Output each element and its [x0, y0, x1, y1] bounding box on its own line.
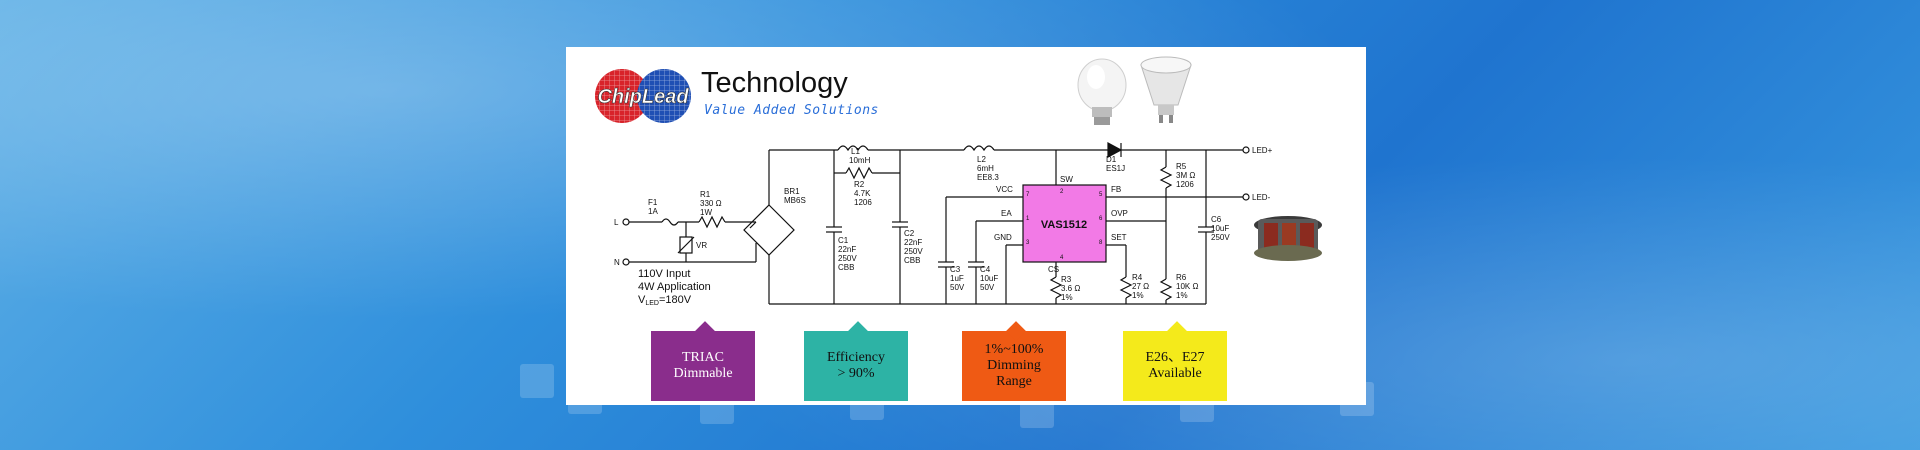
c2-line: CBB [904, 256, 920, 265]
terminal-nodes [622, 146, 1250, 266]
r6-value: 10K Ω [1176, 282, 1198, 291]
c2-name: C2 [904, 229, 915, 238]
ic-name: VAS1512 [1041, 219, 1087, 231]
pin-number: 7 [1026, 192, 1030, 198]
r1-name: R1 [700, 190, 711, 199]
c4-line: 10uF [980, 274, 998, 283]
transformer-image [1254, 216, 1322, 261]
c4-line: 50V [980, 283, 995, 292]
product-banner: ChipLead Technology Value Added Solution… [566, 47, 1366, 405]
pin-number: 8 [1099, 240, 1103, 246]
r1-value: 330 Ω [700, 199, 722, 208]
r2-size: 1206 [854, 198, 872, 207]
ic-vas1512 [1022, 184, 1107, 263]
pin-set: SET [1111, 233, 1127, 242]
l1-name: L1 [851, 147, 860, 156]
input-n-label: N [614, 258, 620, 267]
r3-name: R3 [1061, 275, 1072, 284]
pin-number: 6 [1099, 216, 1103, 222]
pin-number: 4 [1060, 255, 1064, 261]
led-bulb-image [1077, 58, 1127, 125]
c2-line: 250V [904, 247, 923, 256]
r2-value: 4.7K [854, 189, 871, 198]
pin-ea: EA [1001, 209, 1012, 218]
r4-value: 27 Ω [1132, 282, 1149, 291]
c4-name: C4 [980, 265, 991, 274]
feature-text: E26、E27 Available [1145, 350, 1205, 381]
pin-number: 1 [1026, 216, 1030, 222]
pin-number: 5 [1099, 192, 1103, 198]
brand-title: Technology [701, 67, 848, 99]
led-plus-label: LED+ [1252, 146, 1273, 155]
led-minus-label: LED- [1252, 193, 1271, 202]
c1-line: CBB [838, 263, 854, 272]
r5-name: R5 [1176, 162, 1187, 171]
r6-tol: 1% [1176, 291, 1188, 300]
input-voltage-note: 110V Input [638, 268, 690, 280]
c1-name: C1 [838, 236, 849, 245]
br1-name: BR1 [784, 187, 800, 196]
gu10-lamp-image [1140, 56, 1192, 123]
r3-value: 3.6 Ω [1061, 284, 1080, 293]
circuit-schematic: VAS1512 VCC EA GND SW CS FB OVP SET 7 1 … [614, 56, 1322, 307]
f1-value: 1A [648, 207, 658, 216]
logo-text: ChipLead [597, 86, 689, 108]
r4-name: R4 [1132, 273, 1143, 282]
c6-line: 10uF [1211, 224, 1229, 233]
feature-text: TRIAC Dimmable [673, 350, 733, 381]
r1-rating: 1W [700, 208, 712, 217]
pin-gnd: GND [994, 233, 1012, 242]
pin-vcc: VCC [996, 185, 1013, 194]
chiplead-logo: ChipLead [595, 69, 691, 123]
r5-value: 3M Ω [1176, 171, 1195, 180]
pin-number: 2 [1060, 189, 1064, 195]
feature-dimming-range: 1%~100% Dimming Range [962, 331, 1066, 401]
c2-line: 22nF [904, 238, 922, 247]
feature-triac-dimmable: TRIAC Dimmable [651, 331, 755, 401]
circuit-wires [626, 141, 1246, 305]
r3-tol: 1% [1061, 293, 1073, 302]
pin-ovp: OVP [1111, 209, 1128, 218]
r2-name: R2 [854, 180, 865, 189]
c1-line: 22nF [838, 245, 856, 254]
pin-sw: SW [1060, 175, 1073, 184]
l2-value: 6mH [977, 164, 994, 173]
feature-text: Efficiency > 90% [826, 350, 886, 381]
br1-value: MB6S [784, 196, 806, 205]
l2-name: L2 [977, 155, 986, 164]
brand-tagline: Value Added Solutions [704, 103, 879, 118]
pin-cs: CS [1048, 265, 1059, 274]
r4-tol: 1% [1132, 291, 1144, 300]
c3-line: 1uF [950, 274, 964, 283]
vled-note: VLED=180V [638, 294, 692, 307]
d1-name: D1 [1106, 155, 1117, 164]
vr-label: VR [696, 241, 707, 250]
d1-value: ES1J [1106, 164, 1125, 173]
l2-core: EE8.3 [977, 173, 999, 182]
pin-number: 3 [1026, 240, 1030, 246]
r5-size: 1206 [1176, 180, 1194, 189]
c3-line: 50V [950, 283, 965, 292]
feature-efficiency: Efficiency > 90% [804, 331, 908, 401]
r6-name: R6 [1176, 273, 1187, 282]
input-l-label: L [614, 218, 619, 227]
feature-base-availability: E26、E27 Available [1123, 331, 1227, 401]
c6-name: C6 [1211, 215, 1222, 224]
c3-name: C3 [950, 265, 961, 274]
c1-line: 250V [838, 254, 857, 263]
l1-value: 10mH [849, 156, 871, 165]
f1-name: F1 [648, 198, 658, 207]
pin-fb: FB [1111, 185, 1121, 194]
c6-line: 250V [1211, 233, 1230, 242]
feature-text: 1%~100% Dimming Range [984, 342, 1044, 389]
application-note: 4W Application [638, 281, 711, 293]
